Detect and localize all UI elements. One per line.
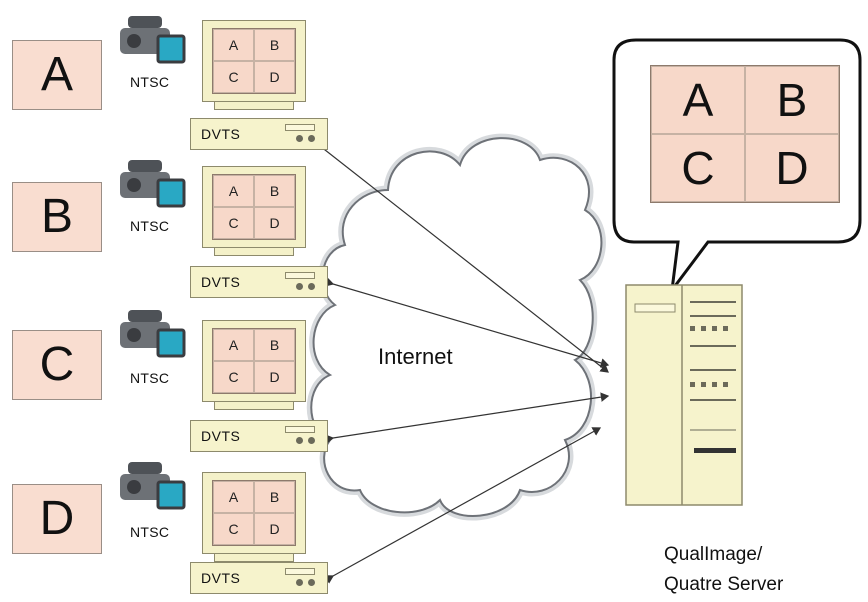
server-caption-line2: Quatre Server [664,574,784,595]
monitor-grid: A B C D [212,328,296,394]
bubble-grid: A B C D [650,65,840,203]
dvts-label: DVTS [201,428,241,444]
monitor: A B C D [202,472,306,564]
site-a-box: A [12,40,102,110]
server-caption-line1: QualImage/ [664,544,763,565]
ntsc-label: NTSC [130,370,170,386]
monitor: A B C D [202,166,306,258]
bubble-cell: C [651,134,745,202]
dvts-unit: DVTS [190,562,328,594]
ntsc-label: NTSC [130,218,170,234]
video-camera-icon [120,160,186,208]
grid-cell: D [254,207,295,239]
grid-cell: A [213,481,254,513]
grid-cell: C [213,61,254,93]
dvts-label: DVTS [201,570,241,586]
server-caption: QualImage/ Quatre Server [664,540,783,600]
dvts-unit: DVTS [190,118,328,150]
grid-cell: C [213,361,254,393]
dvts-label: DVTS [201,274,241,290]
bubble-cell: B [745,66,839,134]
grid-cell: D [254,513,295,545]
server-icon [625,284,743,506]
bubble-cell: A [651,66,745,134]
site-b-box: B [12,182,102,252]
internet-cloud [306,133,606,521]
monitor: A B C D [202,20,306,112]
link-b [324,277,610,368]
dvts-label: DVTS [201,126,241,142]
grid-cell: C [213,207,254,239]
monitor-grid: A B C D [212,480,296,546]
grid-cell: B [254,481,295,513]
video-camera-icon [120,16,186,64]
bubble-cell: D [745,134,839,202]
dvts-unit: DVTS [190,420,328,452]
grid-cell: A [213,329,254,361]
link-d [324,427,602,584]
site-c-box: C [12,330,102,400]
dvts-unit: DVTS [190,266,328,298]
grid-cell: A [213,175,254,207]
monitor: A B C D [202,320,306,412]
grid-cell: A [213,29,254,61]
grid-cell: B [254,175,295,207]
grid-cell: B [254,29,295,61]
ntsc-label: NTSC [130,74,170,90]
video-camera-icon [120,310,186,358]
grid-cell: C [213,513,254,545]
site-d-box: D [12,484,102,554]
ntsc-label: NTSC [130,524,170,540]
monitor-grid: A B C D [212,28,296,94]
grid-cell: D [254,61,295,93]
internet-label: Internet [378,344,453,369]
monitor-grid: A B C D [212,174,296,240]
video-camera-icon [120,462,186,510]
grid-cell: B [254,329,295,361]
grid-cell: D [254,361,295,393]
